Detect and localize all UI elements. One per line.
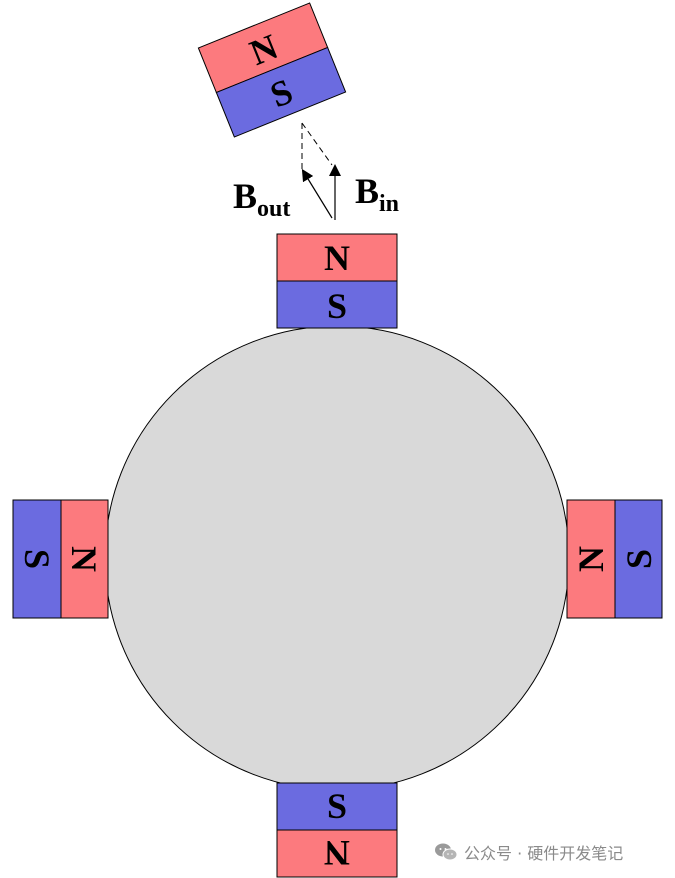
right-magnet-north-label: N	[571, 546, 611, 572]
watermark: 公众号 · 硬件开发笔记	[434, 838, 623, 866]
dashed-line-diagonal	[301, 122, 333, 166]
left-magnet-south	[12, 499, 62, 619]
wechat-icon	[435, 843, 458, 861]
top-magnet-south-label: S	[327, 286, 347, 326]
top-magnet-north-label: N	[324, 238, 350, 278]
top-magnet-north	[276, 233, 398, 282]
bout-arrow	[301, 168, 333, 219]
bottom-magnet: S N	[276, 782, 398, 878]
rotor-disc	[104, 325, 570, 791]
left-magnet-north-label: N	[64, 546, 104, 572]
bottom-magnet-south	[276, 782, 398, 831]
bout-label: Bout	[233, 176, 290, 222]
right-magnet: N S	[566, 499, 663, 619]
left-magnet: S N	[12, 499, 109, 619]
left-magnet-south-label: S	[17, 549, 57, 569]
watermark-text: 公众号 · 硬件开发笔记	[464, 844, 624, 863]
bottom-magnet-north-label: N	[324, 833, 350, 873]
right-magnet-south	[614, 499, 663, 619]
left-magnet-north	[60, 499, 109, 619]
top-magnet: N S	[276, 233, 398, 329]
tilted-magnet: N S	[197, 2, 347, 138]
top-magnet-south	[276, 280, 398, 329]
right-magnet-south-label: S	[619, 549, 659, 569]
right-magnet-north	[566, 499, 616, 619]
tilted-magnet-south	[215, 46, 347, 138]
bottom-magnet-north	[276, 829, 398, 878]
bottom-magnet-south-label: S	[327, 786, 347, 826]
bin-label: Bin	[355, 171, 399, 217]
